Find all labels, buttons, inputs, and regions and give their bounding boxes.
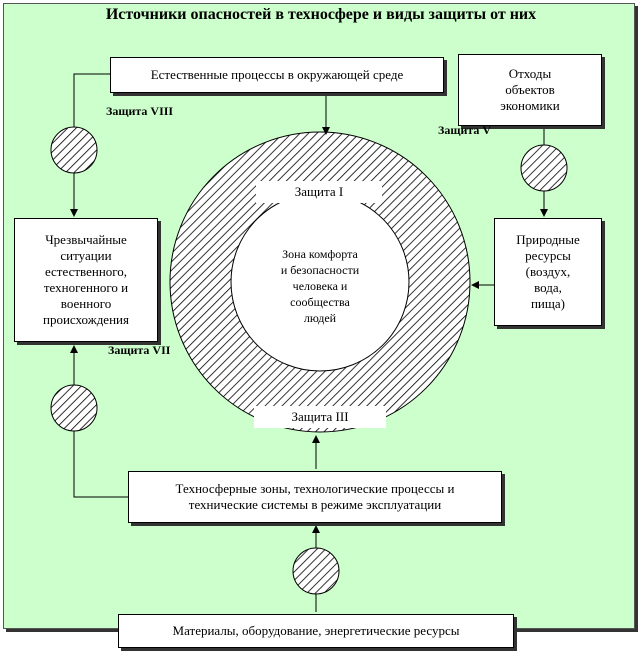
protection-node-viii bbox=[50, 126, 98, 174]
box-technosphere: Техносферные зоны, технологические проце… bbox=[128, 471, 502, 523]
diagram-title: Источники опасностей в техносфере и виды… bbox=[105, 6, 537, 23]
label-protection-iii: Защита III bbox=[254, 406, 386, 428]
label-protection-vii: Защита VII bbox=[108, 343, 171, 357]
protection-node-vii bbox=[50, 384, 98, 432]
label-protection-i: Защита I bbox=[256, 181, 382, 203]
connector-technosphere-to-vii bbox=[73, 431, 128, 498]
comfort-zone-label: Зона комфорта и безопасности человека и … bbox=[280, 247, 360, 325]
box-natural-resources: Природные ресурсы (воздух, вода, пища) bbox=[494, 218, 602, 326]
box-waste: Отходы объектов экономики bbox=[458, 54, 602, 126]
box-materials: Материалы, оборудование, энергетические … bbox=[118, 614, 514, 648]
protection-node-materials bbox=[292, 547, 340, 595]
box-emergencies: Чрезвычайные ситуации естественного, тех… bbox=[14, 218, 158, 342]
box-natural-processes: Естественные процессы в окружающей среде bbox=[110, 57, 444, 93]
protection-node-v bbox=[520, 144, 568, 192]
label-protection-viii: Защита VIII bbox=[106, 104, 174, 118]
label-protection-v: Защита V bbox=[438, 123, 492, 137]
connector-natural-to-viii bbox=[73, 73, 110, 127]
